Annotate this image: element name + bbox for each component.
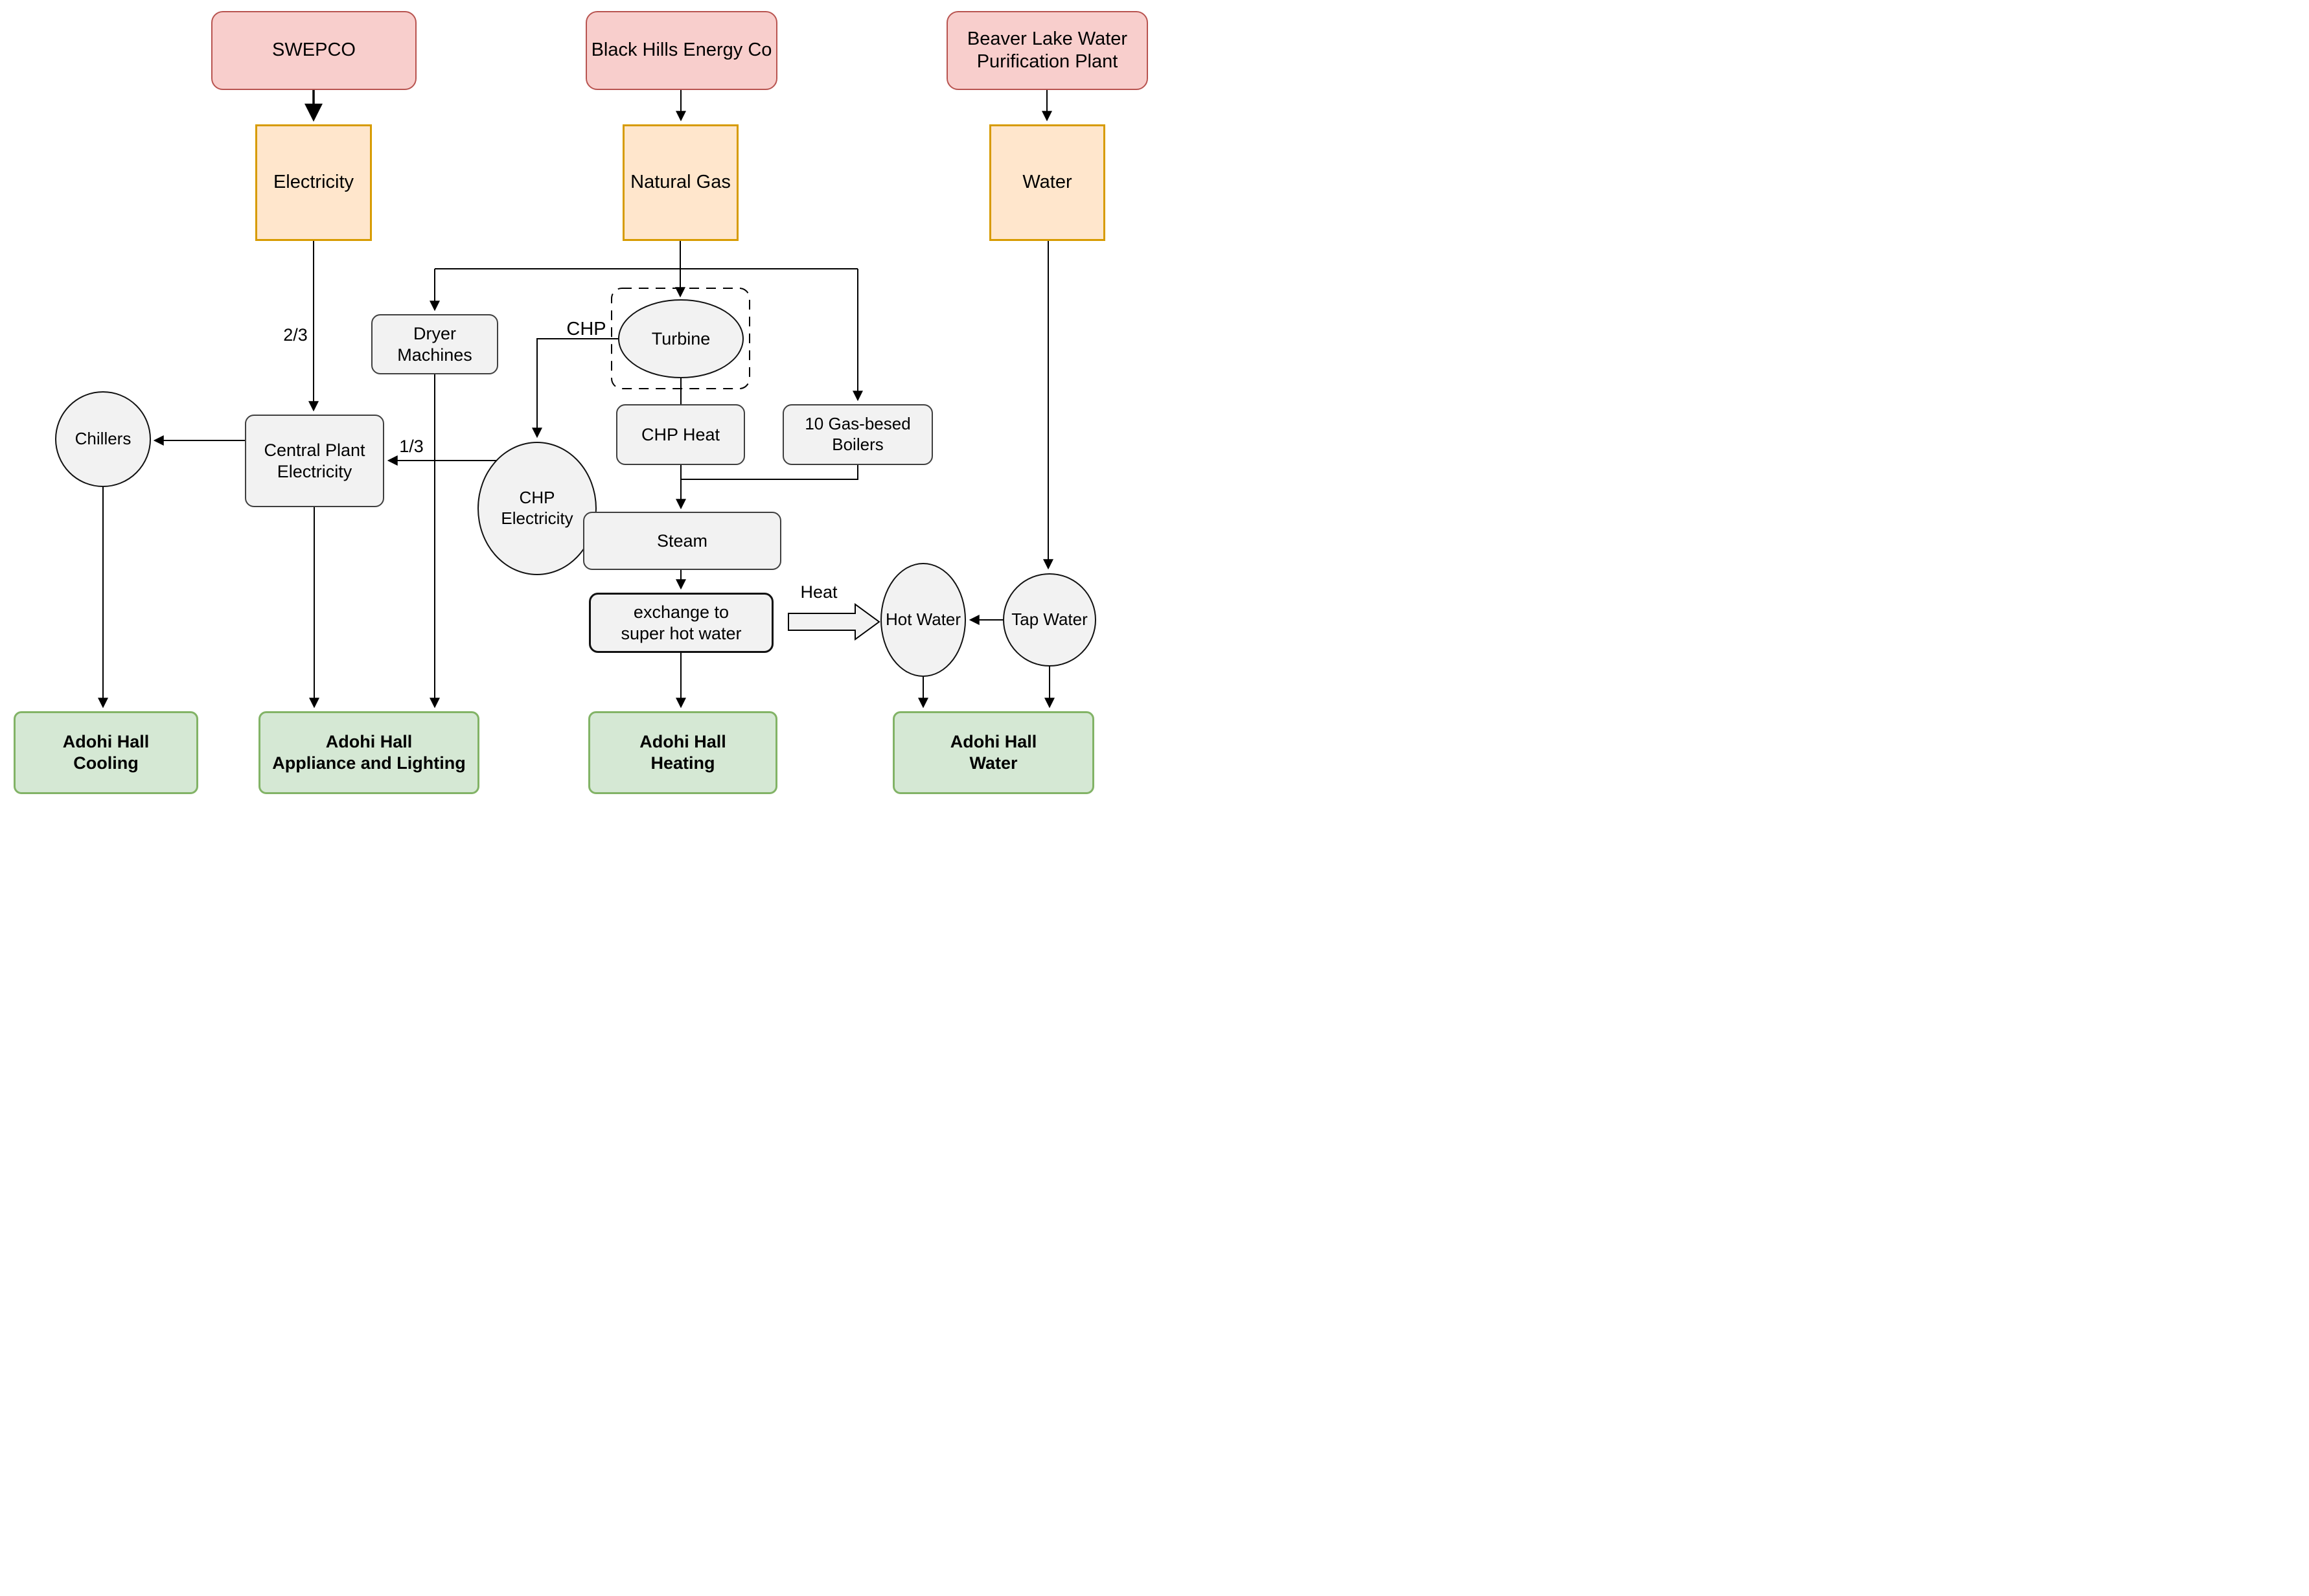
label-chp-share-one-third: 1/3 — [399, 436, 424, 456]
edge-turbine-to-chpelectricity — [532, 338, 618, 439]
node-dryer-machines: Dryer Machines — [371, 314, 498, 374]
node-beaver-lake-plant: Beaver Lake Water Purification Plant — [947, 11, 1148, 90]
node-chp-electricity: CHP Electricity — [477, 442, 597, 575]
chp-group-dashed-box — [611, 288, 750, 389]
node-adohi-hall-appliance-lighting: Adohi Hall Appliance and Lighting — [258, 711, 479, 794]
node-adohi-hall-cooling: Adohi Hall Cooling — [14, 711, 198, 794]
heat-block-arrow — [788, 603, 880, 641]
node-black-hills-energy: Black Hills Energy Co — [586, 11, 777, 90]
node-electricity: Electricity — [255, 124, 372, 241]
label-heat: Heat — [800, 582, 838, 602]
node-natural-gas: Natural Gas — [623, 124, 739, 241]
energy-flow-diagram: SWEPCO Black Hills Energy Co Beaver Lake… — [0, 0, 1154, 798]
node-gas-boilers: 10 Gas-besed Boilers — [783, 404, 933, 465]
node-steam: Steam — [583, 512, 781, 570]
node-turbine: Turbine — [618, 299, 744, 378]
node-tap-water: Tap Water — [1003, 573, 1096, 667]
label-electricity-share-two-thirds: 2/3 — [283, 325, 308, 345]
node-chillers: Chillers — [55, 391, 151, 487]
edge-boilers-merge — [681, 465, 858, 480]
node-adohi-hall-heating: Adohi Hall Heating — [588, 711, 777, 794]
node-exchange-super-hot-water: exchange to super hot water — [589, 593, 774, 653]
node-swepco: SWEPCO — [211, 11, 417, 90]
label-chp-group: CHP — [566, 318, 606, 339]
node-central-plant-electricity: Central Plant Electricity — [245, 415, 384, 507]
node-chp-heat: CHP Heat — [616, 404, 745, 465]
node-hot-water: Hot Water — [880, 563, 966, 677]
node-water: Water — [989, 124, 1105, 241]
node-adohi-hall-water: Adohi Hall Water — [893, 711, 1094, 794]
edges-layer — [98, 90, 1055, 709]
